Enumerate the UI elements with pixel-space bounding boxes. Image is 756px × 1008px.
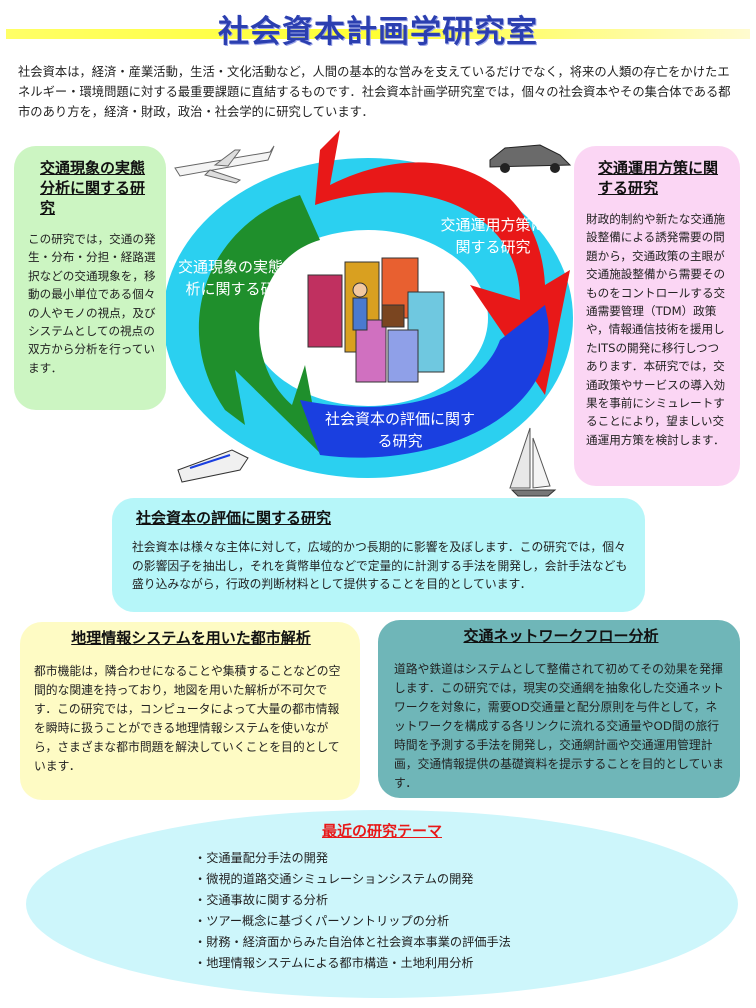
red-arrow: [315, 130, 570, 395]
sailboat-illustration: [509, 427, 557, 497]
box-capital-evaluation: 社会資本の評価に関する研究 社会資本は様々な主体に対して，広域的かつ長期的に影響…: [112, 498, 645, 612]
box-network-flow: 交通ネットワークフロー分析 道路や鉄道はシステムとして整備されて初めてその効果を…: [378, 620, 740, 798]
title-underline: [6, 29, 750, 39]
page-title: 社会資本計画学研究室: [218, 14, 538, 50]
city-illustration: [307, 257, 445, 383]
box-network-flow-body: 道路や鉄道はシステムとして整備されて初めてその効果を発揮します．この研究では，現…: [394, 662, 724, 790]
diagram-label-analysis: 交通現象の実態分析に関する研究: [178, 258, 299, 298]
box-capital-evaluation-body: 社会資本は様々な主体に対して，広域的かつ長期的に影響を及ぼします．この研究では，…: [132, 540, 628, 592]
box-traffic-analysis-title: 交通現象の実態分析に関する研究: [40, 159, 146, 217]
diagram-label-evaluation: 社会資本の評価に関する研究: [324, 410, 475, 450]
box-traffic-analysis-body: この研究では，交通の発生・分布・分担・経路選択などの交通現象を，移動の最小単位で…: [28, 232, 156, 375]
airplane-illustration: [174, 145, 275, 184]
recent-themes: 最近の研究テーマ 交通量配分手法の開発 微視的道路交通シミュレーションシステムの…: [26, 810, 738, 998]
list-item: 交通事故に関する分析: [194, 890, 511, 911]
box-capital-evaluation-title: 社会資本の評価に関する研究: [136, 509, 332, 527]
box-traffic-operation-title: 交通運用方策に関する研究: [598, 159, 719, 197]
recent-themes-list: 交通量配分手法の開発 微視的道路交通シミュレーションシステムの開発 交通事故に関…: [194, 848, 511, 974]
recent-themes-title: 最近の研究テーマ: [321, 822, 442, 840]
box-gis-analysis-body: 都市機能は，隣合わせになることや集積することなどの空間的な関連を持っており，地図…: [34, 664, 341, 773]
list-item: 地理情報システムによる都市構造・土地利用分析: [194, 953, 511, 974]
box-traffic-operation: 交通運用方策に関する研究 財政的制約や新たな交通施設整備による誘発需要の問題から…: [574, 146, 740, 486]
list-item: 交通量配分手法の開発: [194, 848, 511, 869]
box-network-flow-title: 交通ネットワークフロー分析: [463, 627, 659, 645]
box-traffic-analysis: 交通現象の実態分析に関する研究 この研究では，交通の発生・分布・分担・経路選択な…: [14, 146, 166, 410]
list-item: ツアー概念に基づくパーソントリップの分析: [194, 911, 511, 932]
car-illustration: [489, 144, 572, 173]
intro-text: 社会資本は，経済・産業活動，生活・文化活動など，人間の基本的な営みを支えているだ…: [18, 65, 731, 119]
list-item: 財務・経済面からみた自治体と社会資本事業の評価手法: [194, 932, 511, 953]
green-arrow: [198, 195, 322, 455]
box-traffic-operation-body: 財政的制約や新たな交通施設整備による誘発需要の問題から，交通政策の主眼が交通施設…: [586, 212, 726, 447]
box-gis-analysis-title: 地理情報システムを用いた都市解析: [71, 629, 311, 647]
train-illustration: [177, 449, 249, 483]
diagram-label-operation: 交通運用方策に関する研究: [440, 216, 546, 256]
list-item: 微視的道路交通シミュレーションシステムの開発: [194, 869, 511, 890]
box-gis-analysis: 地理情報システムを用いた都市解析 都市機能は，隣合わせになることや集積することな…: [20, 622, 360, 800]
